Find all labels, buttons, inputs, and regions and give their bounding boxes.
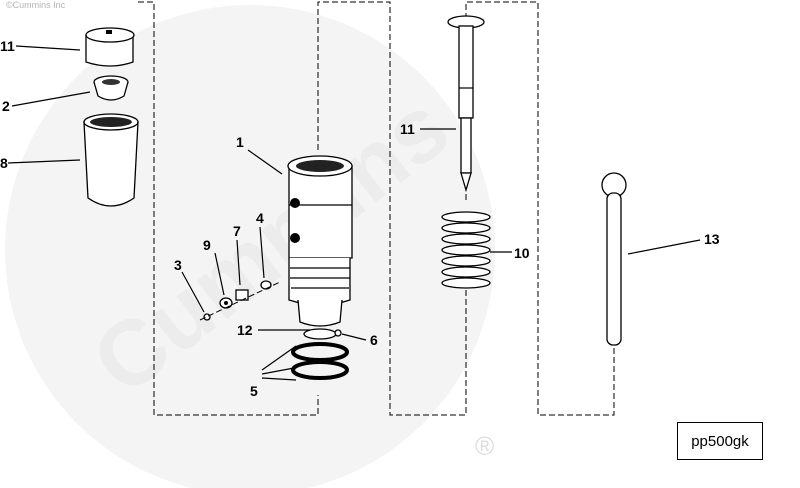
part-11-cap (85, 27, 135, 67)
callout-labels: 11 2 8 1 9 7 4 3 12 6 5 11 10 13 (0, 38, 720, 399)
part-5-orings (291, 342, 349, 380)
callout-10-spring: 10 (514, 245, 530, 261)
callout-9: 9 (203, 237, 211, 253)
callout-2-cup: 2 (2, 98, 10, 114)
assembly-lines (138, 1, 615, 416)
assembly-line-middle (317, 1, 467, 416)
assembly-line-right (465, 1, 615, 416)
callout-8-sleeve: 8 (0, 155, 8, 171)
copyright-text: ©Cummins Inc (6, 0, 66, 10)
part-11-plunger (447, 15, 485, 193)
assembly-line-left (138, 1, 319, 416)
callout-12-retainer: 12 (237, 322, 253, 338)
callout-13-rod: 13 (704, 231, 720, 247)
part-8-sleeve (83, 113, 139, 207)
callout-11-plunger: 11 (400, 121, 415, 137)
leader-lines (7, 45, 701, 381)
watermark: Cummins ® (5, 5, 495, 488)
small-parts-group (199, 280, 281, 321)
callout-1-barrel: 1 (236, 134, 244, 150)
registered-mark: ® (475, 431, 494, 461)
reference-code-box: pp500gk (677, 422, 763, 460)
part-10-spring (441, 211, 491, 289)
part-13-rod (601, 172, 627, 346)
callout-4: 4 (256, 210, 264, 226)
part-12-retainer (303, 328, 342, 340)
part-1-barrel (287, 155, 353, 327)
callout-11-cap: 11 (0, 38, 15, 54)
callout-6: 6 (370, 332, 378, 348)
part-2-cup (93, 75, 129, 101)
callout-3: 3 (174, 257, 182, 273)
callout-7: 7 (233, 223, 241, 239)
callout-5-orings: 5 (250, 383, 258, 399)
